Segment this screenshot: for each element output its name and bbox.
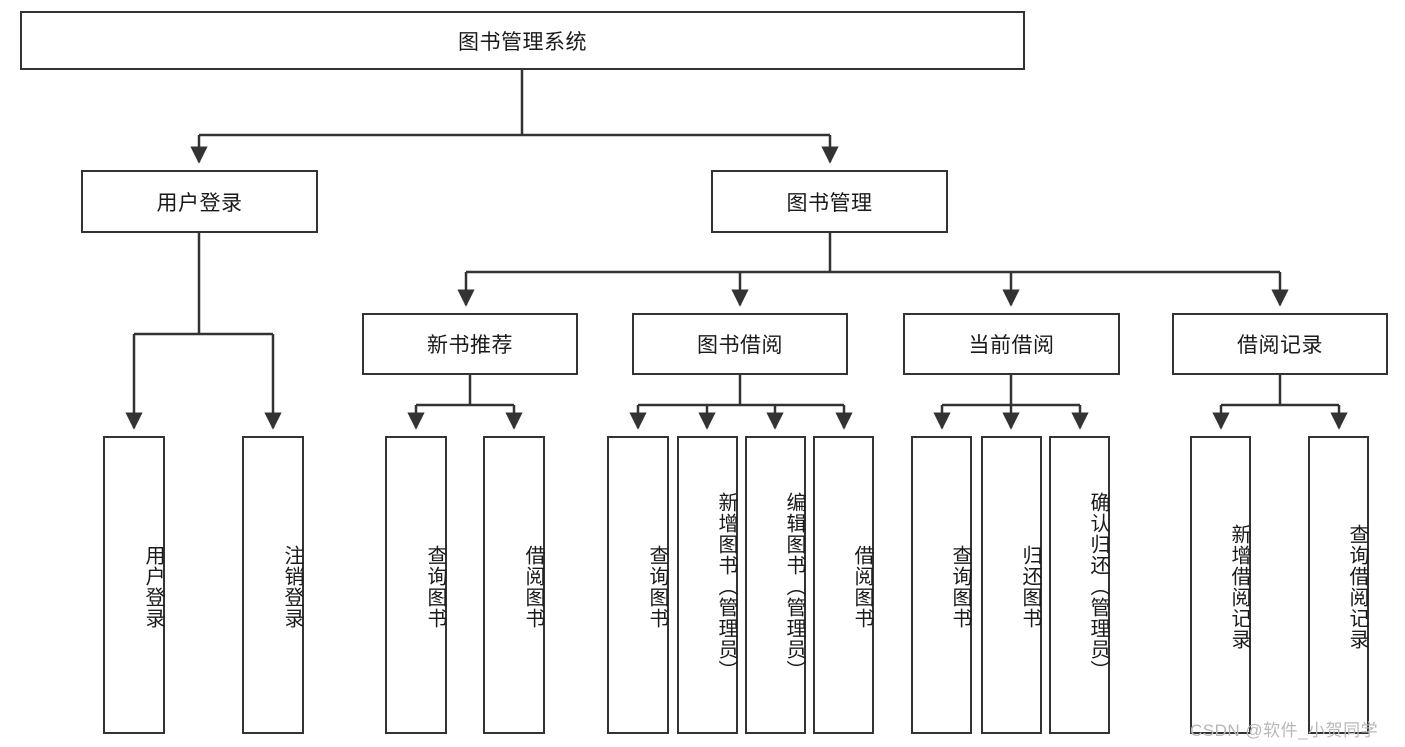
node-book-manage[interactable]: 图书管理 [711, 170, 948, 233]
node-leaf-query-record[interactable]: 查询借阅记录 [1308, 436, 1369, 734]
node-leaf-add-record[interactable]: 新增借阅记录 [1190, 436, 1251, 734]
node-leaf-borrow-book-bb[interactable]: 借阅图书 [813, 436, 874, 734]
node-leaf-logout[interactable]: 注销登录 [242, 436, 304, 734]
node-user-login[interactable]: 用户登录 [81, 170, 318, 233]
node-leaf-query-book-rec[interactable]: 查询图书 [385, 436, 447, 734]
node-leaf-edit-book[interactable]: 编辑图书（管理员） [745, 436, 806, 734]
node-leaf-confirm-return[interactable]: 确认归还（管理员） [1049, 436, 1110, 734]
node-current-borrow[interactable]: 当前借阅 [903, 313, 1120, 375]
node-leaf-borrow-book-rec[interactable]: 借阅图书 [483, 436, 545, 734]
node-leaf-query-book-cb[interactable]: 查询图书 [911, 436, 972, 734]
node-root-system[interactable]: 图书管理系统 [20, 11, 1025, 70]
node-leaf-return-book[interactable]: 归还图书 [981, 436, 1042, 734]
csdn-watermark: CSDN @软件_小贺同学 [1190, 721, 1379, 740]
node-leaf-user-login[interactable]: 用户登录 [103, 436, 165, 734]
node-leaf-add-book[interactable]: 新增图书（管理员） [677, 436, 738, 734]
node-leaf-query-book-bb[interactable]: 查询图书 [607, 436, 669, 734]
node-book-borrow[interactable]: 图书借阅 [632, 313, 848, 375]
node-new-book-rec[interactable]: 新书推荐 [362, 313, 578, 375]
node-borrow-record[interactable]: 借阅记录 [1172, 313, 1388, 375]
